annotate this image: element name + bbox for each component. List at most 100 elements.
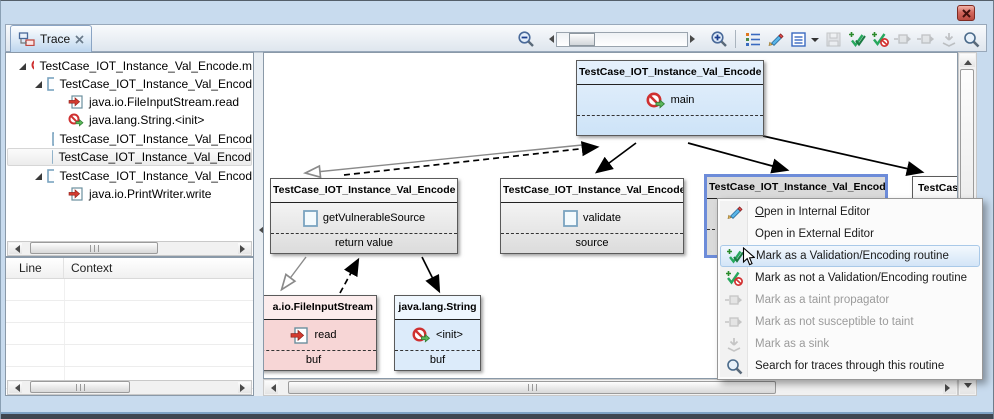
menu-item-label: Search for traces through this routine — [755, 360, 945, 372]
zoom-slider[interactable] — [543, 31, 701, 47]
menu-item-open-internal[interactable]: Open in Internal Editor — [720, 201, 980, 223]
panel-splitter[interactable] — [254, 52, 264, 396]
diagram-node-getvulnerablesource[interactable]: TestCase_IOT_Instance_Val_Encode getVuln… — [270, 178, 458, 254]
node-method-row[interactable]: validate — [501, 203, 683, 234]
diagram-h-scrollbar[interactable] — [263, 379, 958, 396]
details-table-panel: Line Context — [5, 257, 254, 396]
read-arrow-icon — [68, 95, 83, 109]
checkbox-icon[interactable] — [47, 77, 55, 91]
scrollbar-thumb[interactable] — [288, 381, 776, 394]
no-entry-arrow-icon — [31, 60, 35, 70]
tree-row[interactable]: TestCase_IOT_Instance_Val_Encod — [7, 75, 252, 93]
menu-item-open-external[interactable]: Open in External Editor — [720, 223, 980, 245]
node-method-row[interactable]: getVulnerableSource — [271, 203, 457, 234]
save-trace-icon — [826, 32, 840, 46]
edit-routine-button[interactable] — [765, 28, 786, 50]
scroll-right-button[interactable] — [238, 243, 251, 254]
scroll-left-button[interactable] — [265, 381, 278, 394]
layout-list-button[interactable] — [742, 28, 763, 50]
tree-row[interactable]: java.io.FileInputStream.read — [7, 93, 252, 111]
scroll-right-button[interactable] — [238, 382, 251, 393]
scroll-right-button[interactable] — [943, 381, 956, 394]
slider-right-arrow[interactable] — [688, 32, 701, 47]
node-port-label: source — [575, 237, 609, 249]
no-entry-arrow-icon — [68, 113, 84, 127]
tree-item-label: java.io.PrintWriter.write — [89, 187, 212, 201]
column-header-context[interactable]: Context — [71, 261, 113, 275]
view-menu-icon — [791, 31, 806, 47]
node-method-row[interactable]: <init> — [395, 320, 480, 351]
menu-item-mark-not-validation[interactable]: Mark as not a Validation/Encoding routin… — [720, 267, 980, 289]
view-menu-button[interactable] — [788, 28, 809, 50]
checkbox-icon[interactable] — [47, 169, 55, 183]
mark-not-validation-icon — [871, 32, 889, 47]
toolbar-separator — [735, 30, 736, 48]
node-method-row[interactable]: main — [577, 85, 763, 116]
window-close-button[interactable] — [957, 5, 975, 21]
mouse-cursor — [742, 247, 755, 267]
expander-icon[interactable] — [19, 61, 26, 71]
view-menu-dropdown-icon[interactable] — [811, 37, 819, 46]
expander-icon[interactable] — [35, 79, 42, 89]
splitter-collapse-icon[interactable] — [255, 226, 264, 234]
slider-track[interactable] — [556, 31, 688, 47]
scrollbar-thumb[interactable] — [30, 242, 158, 254]
taint-propagator-icon — [723, 293, 745, 307]
tab-close-icon[interactable] — [75, 34, 84, 44]
menu-item-label: Mark as a Validation/Encoding routine — [756, 250, 949, 262]
search-traces-button[interactable] — [961, 28, 982, 50]
diagram-node-main[interactable]: TestCase_IOT_Instance_Val_Encode main — [576, 60, 764, 136]
scroll-down-button[interactable] — [960, 381, 975, 394]
scrollbar-thumb[interactable] — [30, 381, 130, 393]
menu-item-label: Open in Internal Editor — [755, 206, 871, 218]
menu-item-search-traces[interactable]: Search for traces through this routine — [720, 355, 980, 377]
expander-icon[interactable] — [35, 171, 42, 181]
node-class-title: TestCase_IOT_Instance_Val_Encode — [501, 179, 683, 203]
node-class-title: TestCase_IOT_Instance_Val_Encode — [271, 179, 457, 203]
scroll-left-button[interactable] — [9, 243, 22, 254]
save-trace-button — [823, 28, 844, 50]
scroll-up-button[interactable] — [960, 54, 975, 67]
menu-item-taint-propagator: Mark as a taint propagator — [720, 289, 980, 311]
search-icon — [723, 358, 745, 375]
context-menu: Open in Internal Editor Open in External… — [717, 198, 983, 380]
checkbox-icon[interactable] — [563, 209, 578, 227]
zoom-in-icon — [710, 31, 727, 47]
diagram-node-string-init[interactable]: java.lang.String <init> buf — [394, 295, 481, 371]
mark-not-validation-button[interactable] — [869, 28, 890, 50]
trace-view-icon — [18, 32, 35, 46]
zoom-out-icon — [517, 31, 534, 47]
layout-list-icon — [745, 33, 760, 46]
tree-row[interactable]: TestCase_IOT_Instance_Val_Encod — [7, 130, 252, 148]
tree-h-scrollbar[interactable] — [7, 241, 252, 256]
scroll-left-button[interactable] — [9, 382, 22, 393]
column-header-line[interactable]: Line — [6, 258, 64, 278]
slider-thumb[interactable] — [569, 32, 595, 46]
diagram-canvas[interactable]: TestCase_IOT_Instance_Val_Encode main Te… — [263, 52, 958, 379]
checkbox-icon[interactable] — [302, 209, 318, 227]
tree-row[interactable]: java.lang.String.<init> — [7, 111, 252, 129]
tree-row-selected[interactable]: TestCase_IOT_Instance_Val_Encod — [7, 148, 252, 166]
diagram-node-validate[interactable]: TestCase_IOT_Instance_Val_Encode validat… — [500, 178, 684, 254]
tree-row[interactable]: java.io.PrintWriter.write — [7, 185, 252, 203]
node-class-title: TestCase_IOT_Instance_Val_Encode — [577, 61, 763, 85]
menu-item-mark-validation[interactable]: Mark as a Validation/Encoding routine — [720, 245, 980, 267]
zoom-out-button[interactable] — [515, 28, 536, 50]
table-h-scrollbar[interactable] — [7, 380, 252, 395]
diagram-node-fileinputstream-read[interactable]: a.io.FileInputStream read buf — [264, 295, 377, 371]
zoom-in-button[interactable] — [708, 28, 729, 50]
node-method-row[interactable]: read — [264, 320, 376, 351]
mark-sink-button — [938, 28, 959, 50]
not-susceptible-icon — [723, 315, 745, 329]
tab-trace[interactable]: Trace — [10, 25, 93, 52]
table-row — [6, 323, 253, 345]
table-header: Line Context — [6, 258, 253, 279]
tree-row[interactable]: TestCase_IOT_Instance_Val_Encode.m — [7, 57, 252, 75]
mark-validation-icon — [848, 32, 866, 47]
checkbox-icon[interactable] — [52, 150, 54, 164]
mark-validation-button[interactable] — [846, 28, 867, 50]
tree-row[interactable]: TestCase_IOT_Instance_Val_Encod — [7, 167, 252, 185]
checkbox-icon[interactable] — [52, 132, 55, 146]
slider-left-arrow[interactable] — [543, 32, 556, 47]
